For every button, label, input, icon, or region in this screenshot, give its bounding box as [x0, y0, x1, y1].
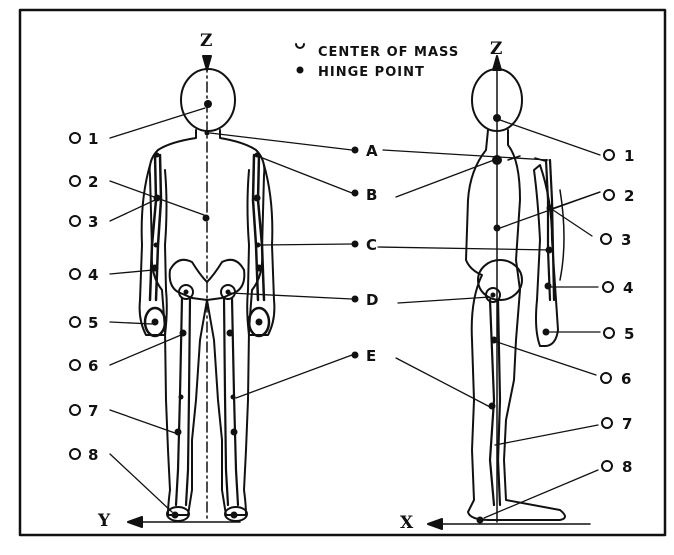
- side-mass-markers: [601, 150, 614, 471]
- hinge-label-d: D: [366, 291, 378, 309]
- legend-hinge-point: HINGE POINT: [318, 65, 425, 80]
- front-hinge-leaders: [210, 133, 352, 398]
- side-mass-label-4: 4: [623, 279, 633, 297]
- side-mass-label-3: 3: [621, 231, 631, 249]
- side-mass-label-5: 5: [624, 325, 634, 343]
- front-left-leg-bones: [176, 298, 190, 505]
- front-hinge-markers: [352, 147, 359, 359]
- side-x-arrow: [428, 519, 442, 529]
- front-mass-label-1: 1: [88, 130, 98, 148]
- front-mass-label-4: 4: [88, 266, 98, 284]
- front-mass-label-group: 1 2 3 4 5 6 7 8: [88, 130, 98, 464]
- front-y-arrow: [128, 517, 142, 527]
- front-view-figure: [110, 56, 352, 527]
- side-mass-points: [477, 114, 554, 524]
- legend: CENTER OF MASS HINGE POINT: [296, 44, 459, 80]
- front-mass-label-2: 2: [88, 173, 98, 191]
- side-arm-bones: [546, 160, 554, 300]
- side-mass-label-7: 7: [622, 415, 632, 433]
- front-z-arrow: [203, 56, 211, 70]
- side-view-figure: [378, 56, 600, 529]
- legend-center-of-mass: CENTER OF MASS: [318, 45, 459, 60]
- side-mass-label-2: 2: [624, 187, 634, 205]
- side-mass-label-1: 1: [624, 147, 634, 165]
- center-of-mass-legend-symbol: [296, 44, 304, 48]
- side-arm-back: [560, 190, 564, 280]
- hinge-label-e: E: [366, 347, 376, 365]
- hinge-label-c: C: [366, 236, 377, 254]
- front-y-axis-label: Y: [97, 511, 111, 531]
- hinge-label-a: A: [366, 142, 378, 160]
- front-hinge-label-group: A B C D E: [366, 142, 378, 365]
- side-mass-label-6: 6: [621, 370, 631, 388]
- hinge-label-b: B: [366, 186, 377, 204]
- side-mass-leaders: [484, 120, 600, 518]
- hinge-point-legend-symbol: [297, 67, 304, 74]
- front-z-axis-label: Z: [200, 31, 212, 51]
- front-mass-label-3: 3: [88, 213, 98, 231]
- front-mass-label-7: 7: [88, 402, 98, 420]
- side-mass-label-group: 1 2 3 4 5 6 7 8: [621, 147, 634, 476]
- side-x-axis-label: X: [400, 513, 414, 533]
- side-arm: [534, 165, 558, 346]
- side-mass-label-8: 8: [622, 458, 632, 476]
- side-hinge-leaders: [378, 150, 552, 408]
- front-mass-label-5: 5: [88, 314, 98, 332]
- side-leg-bones: [490, 300, 500, 505]
- front-mass-label-8: 8: [88, 446, 98, 464]
- side-z-axis-label: Z: [490, 39, 502, 59]
- frame-border: [20, 10, 665, 535]
- front-mass-label-6: 6: [88, 357, 98, 375]
- side-body-outline: [466, 130, 565, 520]
- front-mass-markers: [70, 133, 80, 459]
- front-right-leg-bones: [224, 298, 238, 505]
